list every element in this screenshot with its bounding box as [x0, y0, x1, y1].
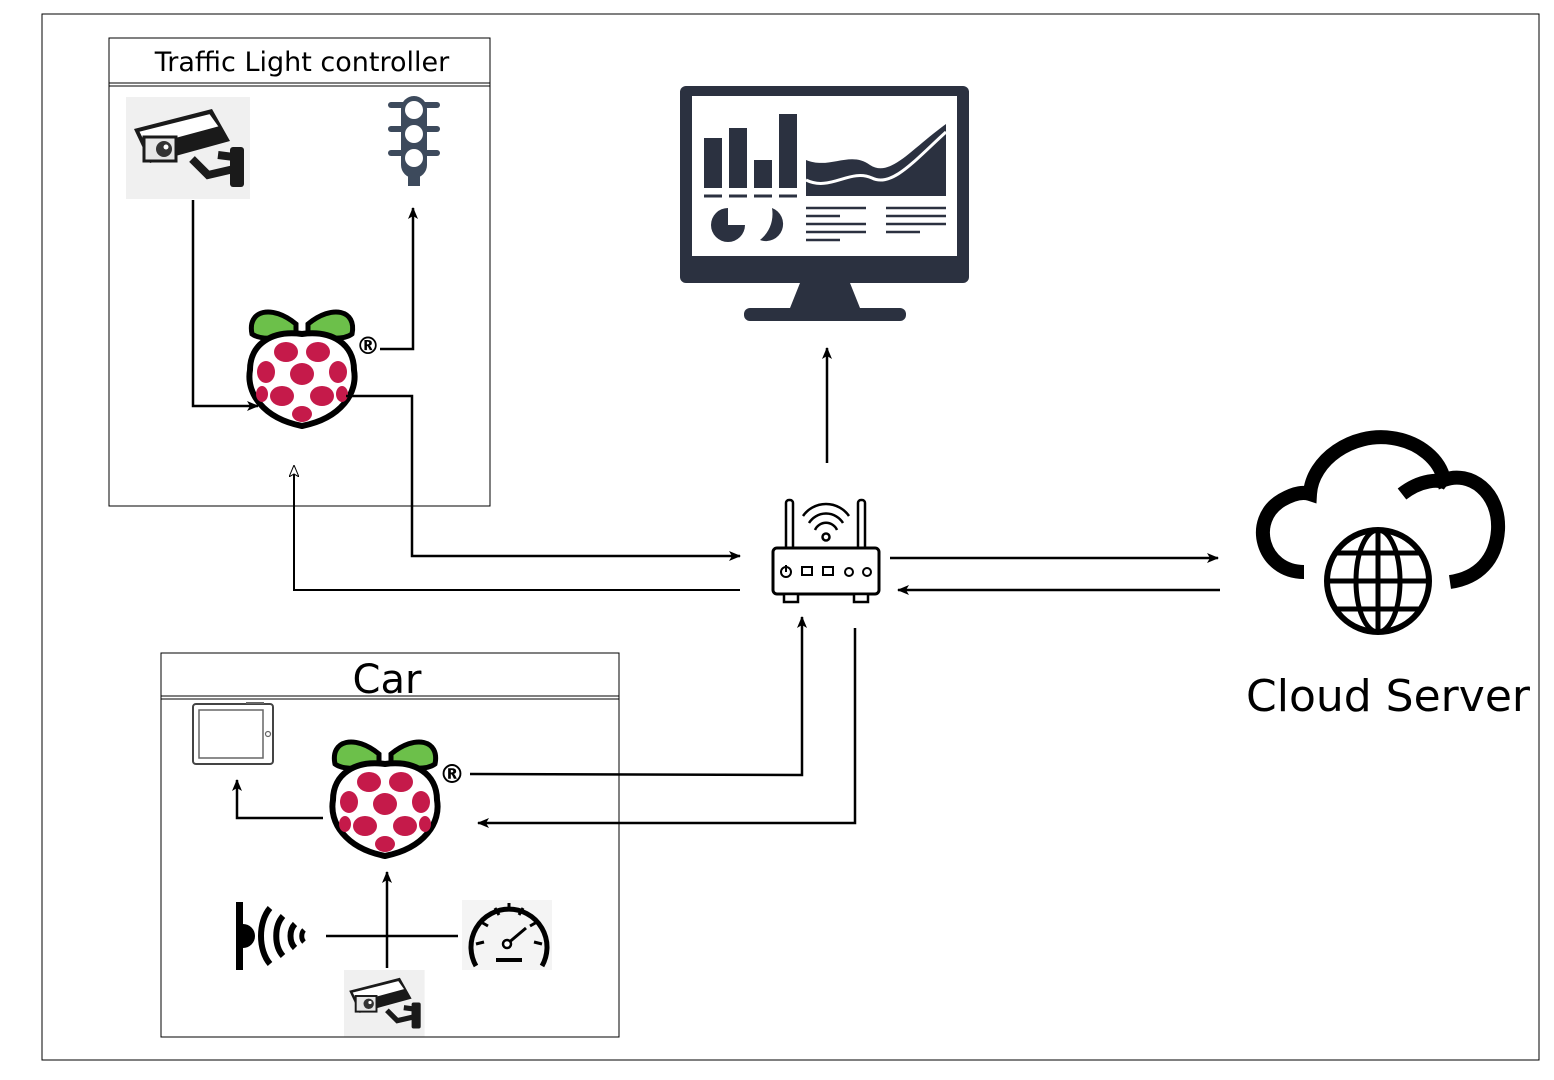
- cctv-camera-icon: [344, 970, 425, 1036]
- car-box-title: Car: [353, 657, 422, 703]
- raspberry-pi-icon: [249, 312, 354, 426]
- pi-to-traffic-light-arrow: [380, 207, 418, 351]
- car-box: Car: [160, 652, 620, 1038]
- camera-to-pi-arrow: [191, 200, 259, 411]
- raspberry-pi-icon: [332, 742, 437, 856]
- registered-mark: ®: [356, 332, 380, 360]
- cloud-globe-icon: [1256, 430, 1506, 635]
- router-to-car-pi-arrow: [477, 628, 857, 828]
- car-pi-to-tablet-arrow: [232, 779, 323, 820]
- traffic-light-icon: [388, 96, 440, 186]
- tablet-icon: [192, 702, 274, 765]
- router-to-traffic-box-arrow: [294, 466, 740, 591]
- outer-frame: [41, 13, 1540, 1061]
- proximity-sensor-icon: [236, 902, 306, 970]
- cctv-camera-icon: [126, 97, 250, 199]
- traffic-box-title: Traffic Light controller: [154, 47, 450, 78]
- registered-mark: ®: [439, 760, 465, 790]
- traffic-light-controller-box: Traffic Light controller: [108, 37, 491, 507]
- speedometer-icon: [462, 900, 552, 970]
- wifi-router-icon: [771, 498, 881, 604]
- traffic-pi-to-router-arrow: [346, 394, 741, 561]
- cloud-server-label: Cloud Server: [1246, 671, 1531, 722]
- dashboard-monitor-icon: [680, 86, 969, 321]
- car-pi-to-router-arrow: [469, 616, 807, 777]
